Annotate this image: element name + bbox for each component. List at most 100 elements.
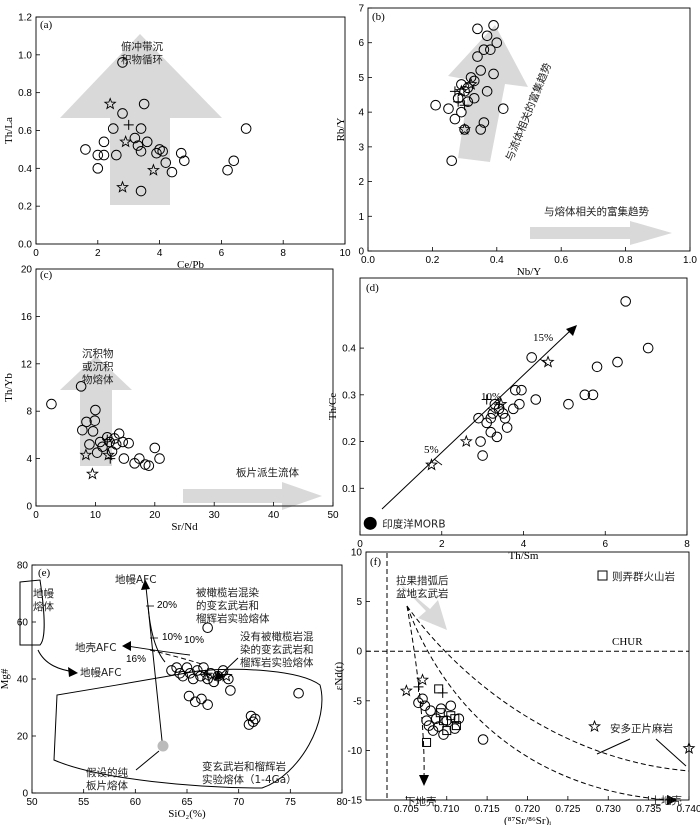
x-tick-label-4: 0.725 <box>555 804 580 815</box>
y-tick-label-5: 20 <box>21 265 33 276</box>
data-points <box>46 381 165 480</box>
panel-label: (c) <box>40 269 53 281</box>
data-point-circle <box>530 394 542 405</box>
data-point-star <box>399 684 413 697</box>
y-tick-label-0: 0.1 <box>342 484 356 495</box>
contaminated-label-3: 榴辉岩实验熔体 <box>196 612 270 625</box>
data-point-cross <box>102 434 113 445</box>
annotation-a-1: 俯冲带沉 <box>121 40 163 53</box>
data-point-circle <box>92 163 104 174</box>
x-tick-label-4: 8 <box>684 539 690 550</box>
mantle-afc-up-arrowhead <box>141 579 150 590</box>
axes-frame <box>35 16 346 245</box>
x-tick-label-3: 0.720 <box>515 804 540 815</box>
x-tick-label-6: 80 <box>336 797 348 808</box>
morb-label: 印度洋MORB <box>382 517 445 530</box>
data-point-circle <box>468 75 480 87</box>
y-tick-label-3: 12 <box>21 359 33 370</box>
data-point-star <box>85 467 99 480</box>
y-tick-label-1: 0.2 <box>342 437 356 448</box>
data-point-circle <box>425 705 436 717</box>
data-point-circle <box>90 404 101 416</box>
annotation-b-melt: 与熔体相关的富集趋势 <box>544 205 649 218</box>
x-axis-label: Nb/Y <box>517 266 542 278</box>
data-point-circle <box>579 389 591 401</box>
data-point-circle <box>77 424 88 436</box>
x-tick-label-2: 4 <box>521 539 527 550</box>
x-axis-label: Ce/Pb <box>177 259 204 271</box>
y-tick-label-1: 20 <box>17 732 29 743</box>
pure-slab-label-1: 假设的纯 <box>86 766 128 779</box>
data-point-cross <box>481 394 492 405</box>
data-point-cross <box>213 674 223 684</box>
data-point-circle <box>475 124 487 135</box>
data-point-circle <box>135 146 147 157</box>
data-point-circle <box>497 408 509 419</box>
data-point-circle <box>98 149 110 161</box>
ando-pointer-2 <box>655 738 687 767</box>
data-point-star <box>119 134 133 148</box>
data-point-circle <box>75 381 87 392</box>
y-tick-label-5: 10 <box>351 548 363 559</box>
data-point-circle <box>202 699 213 710</box>
pure-slab-melt-point <box>157 740 169 752</box>
data-point-star <box>146 163 160 176</box>
data-point-circle <box>184 668 196 679</box>
data-point-circle <box>80 144 91 155</box>
data-point-circle <box>181 662 193 673</box>
big-arrow-shape <box>60 34 222 205</box>
data-point-circle <box>473 412 484 424</box>
data-point-circle <box>413 697 424 709</box>
x-tick-label-5: 50 <box>327 510 339 521</box>
data-points <box>166 622 304 730</box>
data-point-circle <box>143 460 155 472</box>
x-tick-label-3: 30 <box>209 510 221 521</box>
x-tick-label-0: 0.705 <box>394 804 419 815</box>
x-tick-label-5: 0.730 <box>596 804 621 815</box>
contaminated-label-1: 被橄榄岩混染 <box>196 586 259 599</box>
x-tick-label-1: 55 <box>78 797 90 808</box>
data-point-circle <box>516 384 527 396</box>
x-axis-label: Sr/Nd <box>171 521 198 533</box>
data-point-circle <box>642 342 654 354</box>
data-point-circle <box>189 696 201 708</box>
data-point-circle <box>446 155 458 167</box>
y-tick-label-2: 8 <box>26 407 32 418</box>
data-point-circle <box>132 140 144 151</box>
y-tick-label-7: 7 <box>358 4 364 15</box>
y-tick-label-2: 2 <box>358 177 364 188</box>
trend-tick-10 <box>487 407 497 415</box>
data-point-circle <box>485 44 496 55</box>
data-point-star <box>116 180 130 193</box>
data-point-star <box>454 84 468 97</box>
back-arc-arrow-shape <box>398 582 447 630</box>
data-point-star <box>494 397 508 410</box>
experimental-melt-field <box>53 668 323 789</box>
data-point-circle <box>443 103 454 114</box>
legend-square-marker <box>597 570 608 581</box>
y-tick-label-4: 5 <box>356 597 362 608</box>
axes-frame <box>367 7 691 252</box>
upper-crust-curve <box>406 605 669 801</box>
data-point-square <box>439 716 449 726</box>
y-axis-label: Th/Ce <box>327 393 339 421</box>
data-point-star <box>219 669 233 682</box>
y-tick-label-2: 0.4 <box>18 164 32 175</box>
trend-tick-15 <box>539 358 549 366</box>
data-point-circle <box>247 716 259 728</box>
data-point-circle <box>491 37 503 49</box>
uncontam-pointer <box>217 657 239 678</box>
data-point-circle <box>510 384 521 396</box>
y-tick-label-0: -15 <box>348 796 363 807</box>
y-tick-label-4: 80 <box>17 561 29 572</box>
x-tick-label-4: 8 <box>280 248 286 259</box>
legend-label: 则弄群火山岩 <box>612 570 675 583</box>
y-tick-label-0: 0 <box>22 789 28 800</box>
y-tick-label-2: 0.3 <box>342 390 356 401</box>
morb-point <box>363 516 377 530</box>
trend-tick-5 <box>433 458 443 466</box>
upper-crust-label: 上地壳 <box>651 794 683 807</box>
